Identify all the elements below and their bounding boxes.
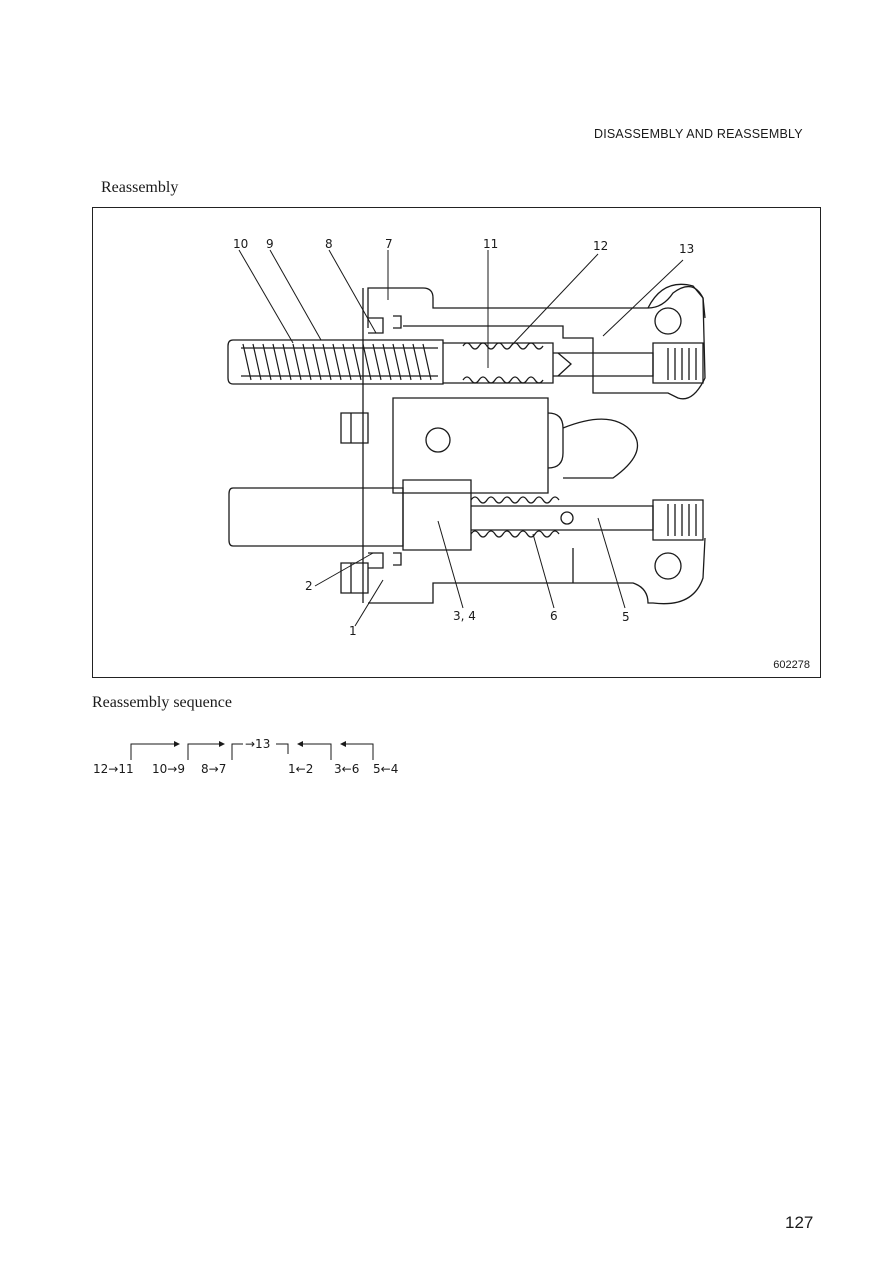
- sequence-arrowhead-3: [297, 741, 303, 747]
- callout-10: 10: [233, 237, 248, 251]
- sequence-arrowhead-1: [174, 741, 180, 747]
- center-pin-hole: [425, 427, 451, 453]
- upper-spring-housing: [227, 339, 444, 385]
- page-number: 127: [785, 1213, 814, 1232]
- figure-frame: 10 9 8 7 11 12 13 2 1 3, 4 6 5 602278: [92, 207, 821, 678]
- upper-ball-seat: [557, 352, 572, 377]
- sequence-connector-3: [231, 743, 243, 760]
- callout-3-4: 3, 4: [453, 609, 476, 623]
- upper-plug-thread: [667, 348, 697, 380]
- left-bolt-lower: [340, 562, 369, 594]
- sequence-step-5: 3←6: [334, 762, 359, 776]
- body-upper-outline: [367, 286, 706, 400]
- body-right-flange: [647, 283, 706, 319]
- seal-lower: [368, 552, 402, 569]
- lower-piston-block: [402, 479, 472, 551]
- figure-id: 602278: [773, 659, 810, 671]
- sequence-step-4: 1←2: [288, 762, 313, 776]
- center-cam: [547, 412, 639, 479]
- reassembly-sequence-diagram: →13 12→11 10→9 8→7 1←2 3←6 5←4: [93, 737, 398, 776]
- lower-plug-thread: [667, 504, 697, 536]
- lower-rod-hole: [560, 511, 574, 525]
- mount-hole-lower: [654, 552, 682, 580]
- valve-cross-section-drawing: 10 9 8 7 11 12 13 2 1 3, 4 6 5: [227, 237, 706, 638]
- callout-13: 13: [679, 242, 694, 256]
- callout-1: 1: [349, 624, 357, 638]
- sequence-title: Reassembly sequence: [92, 694, 232, 711]
- upper-plug: [652, 342, 704, 384]
- left-bolt-upper: [340, 412, 369, 444]
- page-header: DISASSEMBLY AND REASSEMBLY: [594, 127, 803, 141]
- sequence-connector-1: [130, 743, 176, 760]
- sequence-connector-6: [344, 743, 374, 760]
- lower-plug: [652, 499, 704, 541]
- upper-small-spring: [462, 342, 544, 384]
- callout-8: 8: [325, 237, 333, 251]
- sequence-connector-2: [187, 743, 221, 760]
- callout-7: 7: [385, 237, 393, 251]
- sequence-step-3: 8→7: [201, 762, 226, 776]
- mount-hole-upper: [654, 307, 682, 335]
- upper-spring: [241, 343, 438, 381]
- callout-11: 11: [483, 237, 498, 251]
- lower-valve-rod: [471, 505, 654, 531]
- upper-valve-rod: [553, 352, 654, 377]
- seal-upper: [368, 315, 402, 334]
- section-title: Reassembly: [101, 179, 179, 196]
- sequence-step-6: 5←4: [373, 762, 398, 776]
- leader-lines: [238, 249, 684, 627]
- lower-plunger-rod: [228, 487, 404, 547]
- sequence-step-2: 10→9: [152, 762, 185, 776]
- lower-small-spring: [470, 496, 560, 538]
- callout-12: 12: [593, 239, 608, 253]
- sequence-connector-4: [276, 743, 289, 754]
- callout-9: 9: [266, 237, 274, 251]
- center-block: [392, 397, 549, 494]
- sequence-arrowhead-4: [340, 741, 346, 747]
- sequence-arrowhead-2: [219, 741, 225, 747]
- callout-2: 2: [305, 579, 313, 593]
- callout-6: 6: [550, 609, 558, 623]
- callout-5: 5: [622, 610, 630, 624]
- sequence-step-1: 12→11: [93, 762, 134, 776]
- sequence-connector-5: [301, 743, 332, 760]
- sequence-top-label: →13: [245, 737, 270, 751]
- body-lower-outline: [368, 537, 706, 605]
